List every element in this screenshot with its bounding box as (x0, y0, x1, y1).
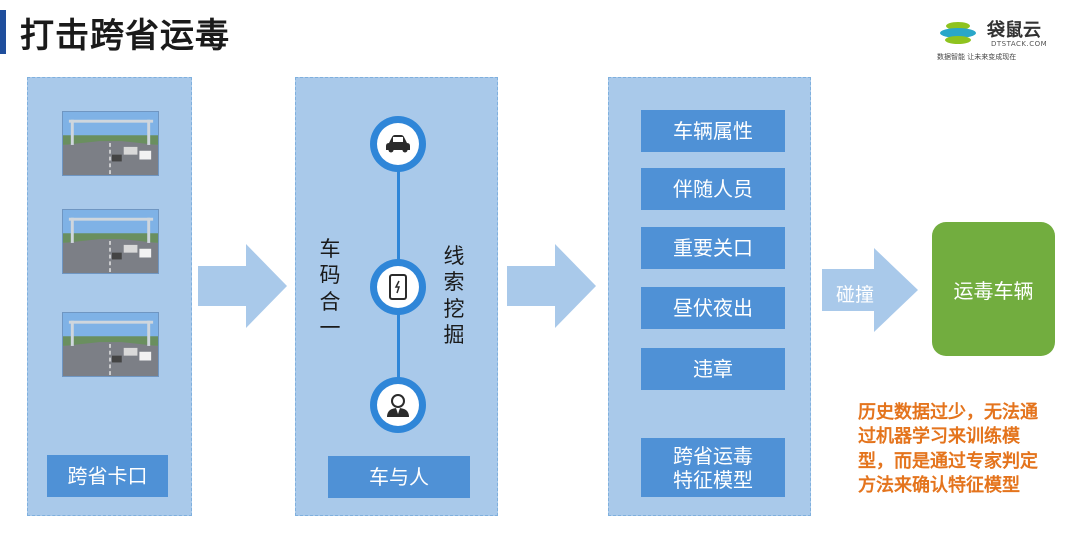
feature-model-line1: 跨省运毒 (673, 443, 753, 468)
logo-mark-icon (940, 22, 976, 44)
annotation-note: 历史数据过少，无法通过机器学习来训练模型，而是通过专家判定方法来确认特征模型 (858, 402, 1038, 497)
feature-model-line2: 特征模型 (673, 467, 753, 492)
company-logo: 袋鼠云 DTSTACK.COM 数据智能 让未来变成现在 (935, 14, 1055, 64)
car-node (370, 116, 426, 172)
clue-mining-text: 线索挖掘 (443, 244, 465, 347)
checkpoint-photo (62, 312, 159, 377)
collide-label: 碰撞 (836, 284, 875, 306)
person-node (370, 377, 426, 433)
result-box: 运毒车辆 (932, 222, 1055, 356)
car-code-merge-text: 车码合一 (319, 237, 341, 340)
page-title: 打击跨省运毒 (20, 16, 230, 56)
person-icon (387, 394, 409, 417)
feature-accompanying-people: 伴随人员 (641, 168, 785, 210)
title-accent-bar (0, 10, 6, 54)
logo-brand-en: DTSTACK.COM (991, 40, 1048, 48)
feature-key-checkpoint: 重要关口 (641, 227, 785, 269)
flow-arrow-3 (822, 248, 918, 332)
checkpoint-photo (62, 111, 159, 176)
flow-arrow-1 (198, 244, 287, 328)
feature-violation: 违章 (641, 348, 785, 390)
feature-model-box: 跨省运毒 特征模型 (641, 438, 785, 497)
phone-icon (389, 274, 407, 300)
stage1-label: 跨省卡口 (47, 455, 168, 497)
phone-node (370, 259, 426, 315)
feature-night-travel: 昼伏夜出 (641, 287, 785, 329)
stage2-label: 车与人 (328, 456, 470, 498)
checkpoint-photo (62, 209, 159, 274)
car-icon (386, 135, 410, 153)
flow-arrow-2 (507, 244, 596, 328)
logo-brand: 袋鼠云 (987, 20, 1041, 41)
feature-vehicle-attribute: 车辆属性 (641, 110, 785, 152)
logo-slogan: 数据智能 让未来变成现在 (937, 53, 1017, 61)
